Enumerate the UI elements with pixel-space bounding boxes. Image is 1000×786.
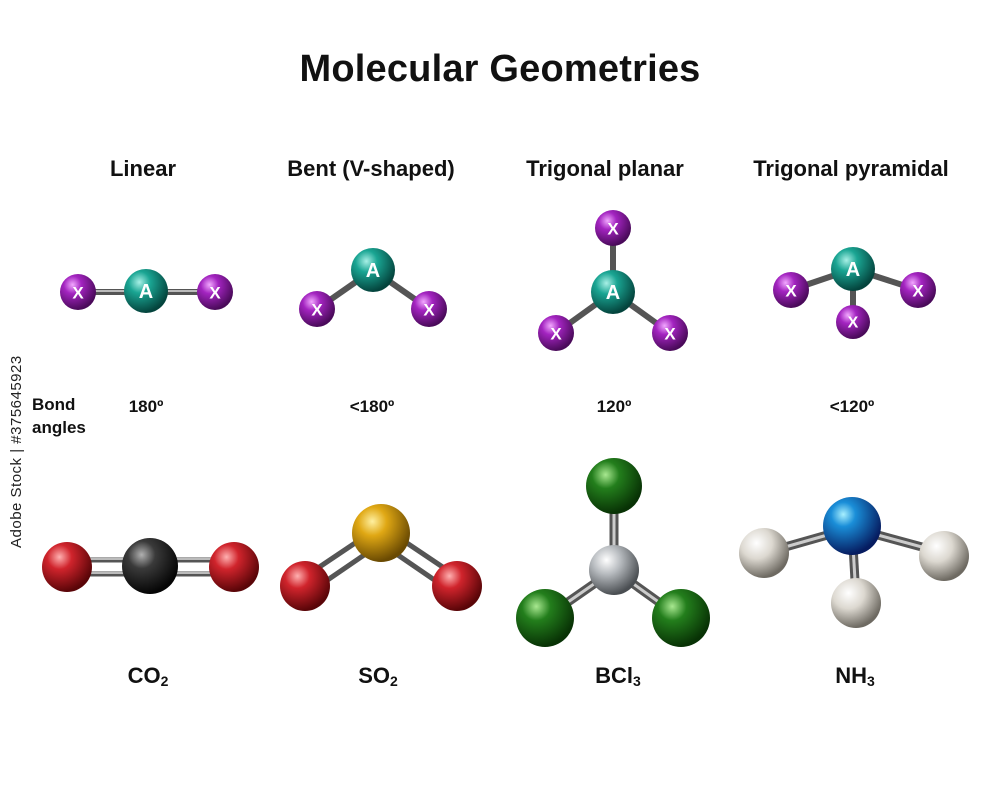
ligand-letter: X [785,282,797,301]
bond-angles-label-line2: angles [32,418,86,437]
ligand-atom-x [652,315,688,351]
formula-co2: CO2 [68,663,228,689]
formula-so2: SO2 [298,663,458,689]
ligand-atom-x [900,272,936,308]
page-title: Molecular Geometries [299,48,701,90]
oxygen-atom [209,542,259,592]
geometry-label-trigonal-planar: Trigonal planar [526,156,684,181]
bond-angles-label: Bond angles [32,393,86,439]
ligand-atom-x [60,274,96,310]
formula-so2-base: SO [358,663,390,688]
formula-co2-subscript: 2 [160,673,169,689]
co2-molecule [42,538,259,594]
chlorine-atom [516,589,574,647]
formula-bcl3: BCl3 [538,663,698,689]
trigonal-pyramidal-molecule: X X A X [773,247,936,339]
trigonal-planar-molecule: X X X A [538,210,688,351]
chlorine-atom [586,458,642,514]
ligand-letter: X [550,325,562,344]
oxygen-atom [432,561,482,611]
ligand-atom-x [299,291,335,327]
ligand-atom-x [538,315,574,351]
central-atom-a [124,269,168,313]
bond-angle-trigonal-planar: 120º [596,397,632,416]
chlorine-atom [652,589,710,647]
ligand-letter: X [72,284,84,303]
bond-angle-linear: 180º [128,397,164,416]
bent-molecule: X X A [299,248,447,327]
ligand-letter: X [209,284,221,303]
central-atom-a [831,247,875,291]
nh3-molecule [739,497,969,628]
ligand-atom-x [411,291,447,327]
ligand-letter: X [664,325,676,344]
ligand-atom-x [197,274,233,310]
oxygen-atom [280,561,330,611]
bcl3-molecule [516,458,710,647]
ligand-atom-x [595,210,631,246]
central-letter: A [606,282,620,304]
sulfur-atom [352,504,410,562]
ligand-letter: X [423,301,435,320]
ligand-letter: X [311,301,323,320]
central-atom-a [351,248,395,292]
hydrogen-atom [831,578,881,628]
formula-bcl3-base: BCl [595,663,634,688]
formula-so2-subscript: 2 [390,673,398,689]
so2-molecule [280,504,482,611]
central-letter: A [139,281,153,303]
oxygen-atom [42,542,92,592]
nitrogen-atom [823,497,881,555]
carbon-atom [122,538,178,594]
hydrogen-atom [739,528,789,578]
central-letter: A [366,260,380,282]
formula-bcl3-subscript: 3 [633,673,641,689]
ligand-letter: X [912,282,924,301]
central-atom-a [591,270,635,314]
geometry-label-bent: Bent (V-shaped) [287,156,455,181]
geometry-label-linear: Linear [109,156,177,181]
formula-nh3: NH3 [775,663,935,689]
linear-molecule: X X A [60,269,233,313]
bond-angles-label-line1: Bond [32,395,76,414]
ligand-letter: X [848,315,859,332]
ligand-atom-x [836,305,870,339]
ligand-letter: X [607,220,619,239]
hydrogen-atom [919,531,969,581]
boron-atom [589,545,639,595]
formula-co2-base: CO [127,663,161,688]
formula-nh3-subscript: 3 [866,673,875,689]
geometry-label-trigonal-pyramidal: Trigonal pyramidal [753,156,949,181]
ligand-atom-x [773,272,809,308]
central-letter: A [846,259,860,281]
bond-angle-bent: <180º [349,397,395,416]
formula-nh3-base: NH [835,663,867,688]
bond-angle-trigonal-pyramidal: <120º [829,397,875,416]
